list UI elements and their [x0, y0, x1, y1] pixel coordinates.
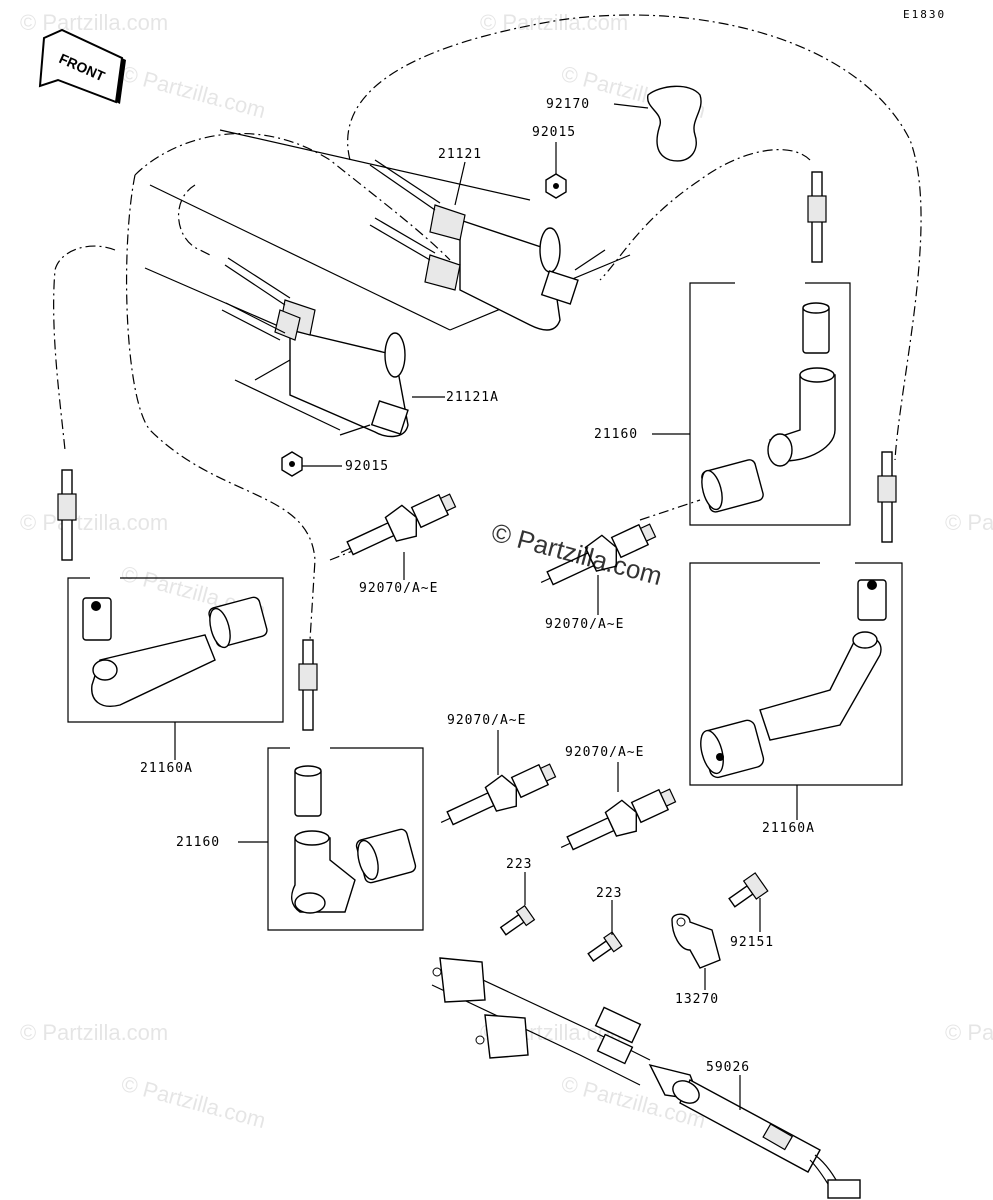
- lead-terminal-bottom: [298, 639, 318, 731]
- callout-92170[interactable]: 92170: [546, 97, 590, 112]
- callout-21160A-right[interactable]: 21160A: [762, 821, 815, 836]
- spark-plug-lower-right: [560, 788, 677, 851]
- callout-13270[interactable]: 13270: [675, 992, 719, 1007]
- group-boxes: [67, 282, 903, 931]
- high-tension-lead-routing: [53, 14, 922, 641]
- callout-92070-b[interactable]: 92070/A~E: [545, 617, 624, 632]
- bolt-223-a: [499, 904, 536, 936]
- spark-plug-upper-left: [340, 493, 457, 556]
- callout-21160A-left[interactable]: 21160A: [140, 761, 193, 776]
- nut-92015-top: [545, 173, 567, 199]
- callout-21160-right[interactable]: 21160: [594, 427, 638, 442]
- lead-terminal-left: [57, 469, 77, 561]
- front-arrow-icon: FRONT: [38, 28, 126, 104]
- bolt-223-b: [587, 931, 623, 963]
- callout-21121A[interactable]: 21121A: [446, 390, 499, 405]
- plug-cap-21160A-left: [82, 596, 268, 707]
- watermarks: © Partzilla.com © Partzilla.com © Partzi…: [20, 10, 993, 1133]
- watermark: © Partzilla.com: [945, 1020, 993, 1045]
- callout-92070-c[interactable]: 92070/A~E: [447, 713, 526, 728]
- plug-cap-21160A-right: [700, 579, 887, 779]
- watermark: © Partzilla.com: [20, 1020, 168, 1045]
- plug-cap-21160-right: [701, 302, 836, 513]
- callout-92070-a[interactable]: 92070/A~E: [359, 581, 438, 596]
- callout-59026[interactable]: 59026: [706, 1060, 750, 1075]
- nut-92015-mid: [281, 451, 303, 477]
- diagram-code: E1830: [903, 8, 946, 21]
- callout-92015-mid[interactable]: 92015: [345, 459, 389, 474]
- lead-terminal-right-mid: [877, 451, 897, 543]
- callout-223-a[interactable]: 223: [506, 857, 532, 872]
- callout-92070-d[interactable]: 92070/A~E: [565, 745, 644, 760]
- callouts: 92170 92015 21121 21121A 92015 21160 920…: [140, 97, 815, 1075]
- ignition-coil-21121A: [144, 257, 409, 438]
- watermark: © Partzilla.com: [20, 510, 168, 535]
- callout-92151[interactable]: 92151: [730, 935, 774, 950]
- callout-92015-top[interactable]: 92015: [532, 125, 576, 140]
- watermark: © Partzilla.com: [20, 10, 168, 35]
- callout-21121[interactable]: 21121: [438, 147, 482, 162]
- wire-harness-59026: [431, 957, 861, 1199]
- bracket-13270: [671, 913, 721, 969]
- bolt-92151: [728, 872, 769, 908]
- watermark: © Partzilla.com: [119, 61, 269, 124]
- callout-21160-bottom[interactable]: 21160: [176, 835, 220, 850]
- watermark: © Partzilla.com: [945, 510, 993, 535]
- ignition-coil-21121: [149, 129, 631, 331]
- plug-cap-21160-bottom: [291, 765, 417, 914]
- lead-terminal-right-top: [807, 171, 827, 263]
- spark-plug-center: [540, 523, 657, 586]
- spark-plug-lower-left: [440, 763, 557, 826]
- clamp-92170: [647, 85, 702, 162]
- watermark: © Partzilla.com: [119, 1071, 269, 1134]
- leader-lines: [174, 103, 798, 1110]
- callout-223-b[interactable]: 223: [596, 886, 622, 901]
